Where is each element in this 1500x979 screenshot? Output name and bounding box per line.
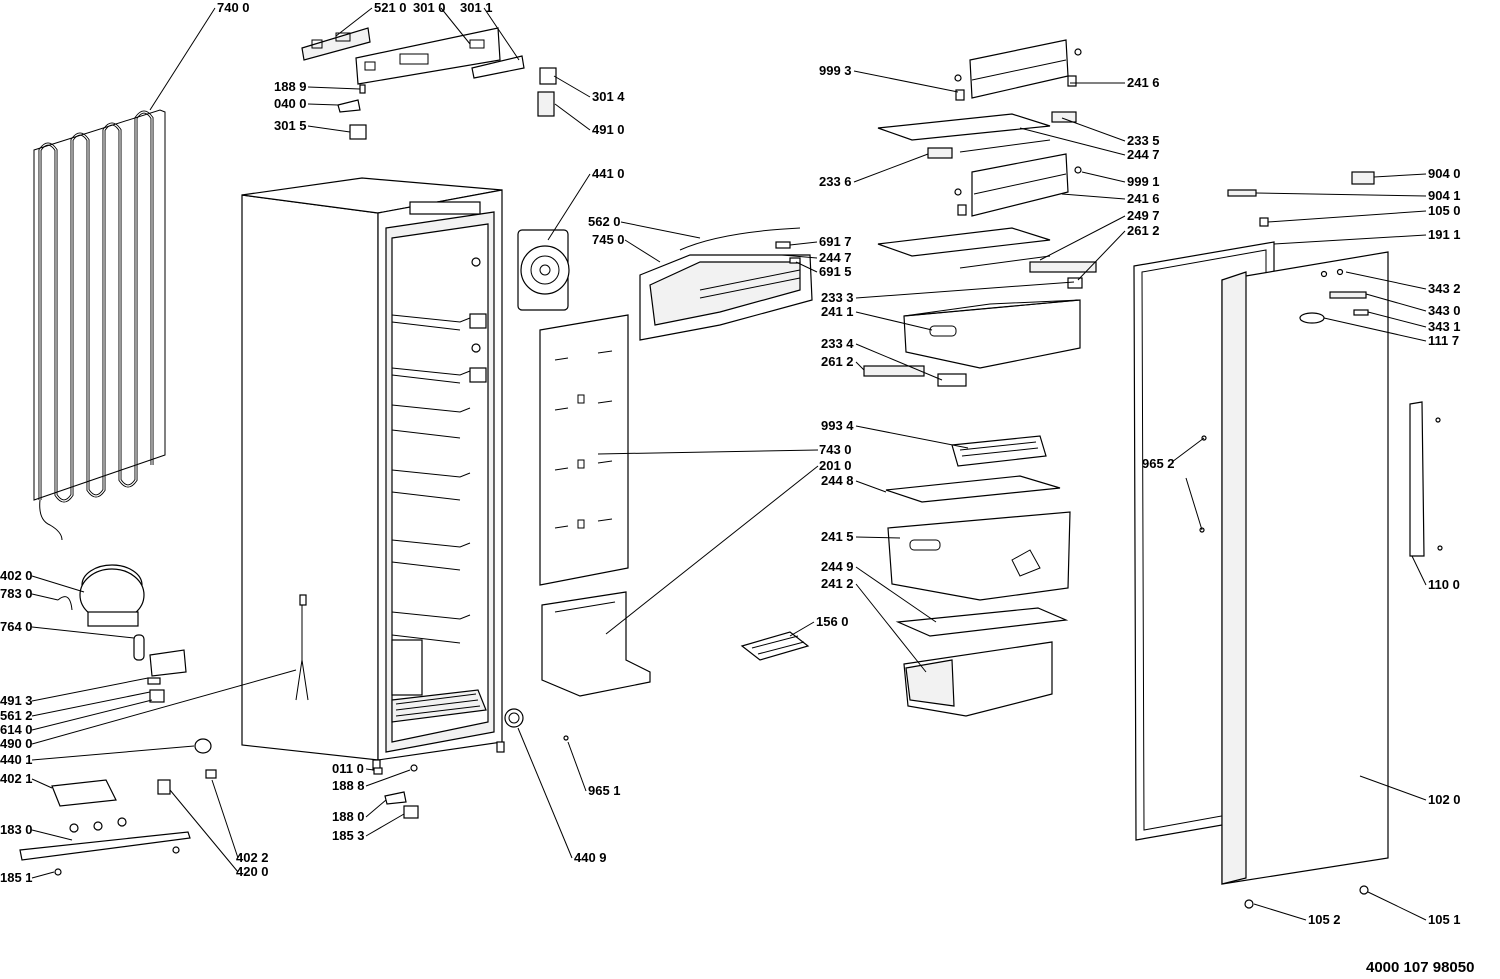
control-parts <box>301 27 557 140</box>
label-185-3: 185 3 <box>332 828 365 843</box>
label-105-1: 105 1 <box>1428 912 1461 927</box>
label-993-4: 993 4 <box>821 418 854 433</box>
door-assembly <box>1133 171 1443 909</box>
label-040-0: 040 0 <box>274 96 307 111</box>
label-490-0: 490 0 <box>0 736 33 751</box>
label-241-6-lower: 241 6 <box>1127 191 1160 206</box>
label-965-2: 965 2 <box>1142 456 1175 471</box>
label-999-3: 999 3 <box>819 63 852 78</box>
label-188-8: 188 8 <box>332 778 365 793</box>
label-244-8: 244 8 <box>821 473 854 488</box>
label-614-0: 614 0 <box>0 722 33 737</box>
label-156-0: 156 0 <box>816 614 849 629</box>
label-191-1: 191 1 <box>1428 227 1461 242</box>
bottom-hardware <box>373 708 569 819</box>
label-188-0: 188 0 <box>332 809 365 824</box>
label-441-0: 441 0 <box>592 166 625 181</box>
label-233-6: 233 6 <box>819 174 852 189</box>
label-241-2: 241 2 <box>821 576 854 591</box>
label-233-5: 233 5 <box>1127 133 1160 148</box>
diagram-code: 4000 107 98050 <box>1366 959 1474 976</box>
label-783-0: 783 0 <box>0 586 33 601</box>
cabinet <box>241 177 505 771</box>
label-965-1: 965 1 <box>588 783 621 798</box>
label-185-1: 185 1 <box>0 870 33 885</box>
label-261-2-lower: 261 2 <box>821 354 854 369</box>
label-105-0: 105 0 <box>1428 203 1461 218</box>
label-691-7: 691 7 <box>819 234 852 249</box>
label-440-1: 440 1 <box>0 752 33 767</box>
label-233-4: 233 4 <box>821 336 854 351</box>
label-188-9: 188 9 <box>274 79 307 94</box>
label-244-7-upper: 244 7 <box>1127 147 1160 162</box>
fan-and-evaporator <box>517 227 813 341</box>
label-110-0: 110 0 <box>1428 577 1460 592</box>
label-343-0: 343 0 <box>1428 303 1461 318</box>
label-440-9: 440 9 <box>574 850 607 865</box>
label-241-1: 241 1 <box>821 304 854 319</box>
label-301-4: 301 4 <box>592 89 625 104</box>
label-233-3: 233 3 <box>821 290 854 305</box>
label-244-9: 244 9 <box>821 559 854 574</box>
label-261-2-upper: 261 2 <box>1127 223 1160 238</box>
label-745-0: 745 0 <box>592 232 625 247</box>
label-011-0: 011 0 <box>332 761 364 776</box>
label-201-0: 201 0 <box>819 458 852 473</box>
label-420-0: 420 0 <box>236 864 269 879</box>
label-561-2: 561 2 <box>0 708 33 723</box>
label-999-1: 999 1 <box>1127 174 1160 189</box>
label-241-5: 241 5 <box>821 529 854 544</box>
label-241-6-upper: 241 6 <box>1127 75 1160 90</box>
label-764-0: 764 0 <box>0 619 33 634</box>
leader-lines <box>31 7 1427 921</box>
compressor-area <box>19 564 309 876</box>
label-301-5: 301 5 <box>274 118 307 133</box>
label-904-0: 904 0 <box>1428 166 1461 181</box>
label-491-3: 491 3 <box>0 693 33 708</box>
label-740-0: 740 0 <box>217 0 250 15</box>
shelves-and-drawers <box>740 39 1097 717</box>
label-343-1: 343 1 <box>1428 319 1461 334</box>
label-249-7: 249 7 <box>1127 208 1160 223</box>
label-111-7: 111 7 <box>1428 333 1459 348</box>
label-562-0: 562 0 <box>588 214 621 229</box>
label-691-5: 691 5 <box>819 264 852 279</box>
label-904-1: 904 1 <box>1428 188 1461 203</box>
label-402-1: 402 1 <box>0 771 33 786</box>
rear-cover-panel <box>539 314 651 697</box>
label-301-0: 301 0 <box>413 0 446 15</box>
label-343-2: 343 2 <box>1428 281 1461 296</box>
label-102-0: 102 0 <box>1428 792 1461 807</box>
label-183-0: 183 0 <box>0 822 33 837</box>
label-244-7-lower: 244 7 <box>819 250 852 265</box>
label-491-0: 491 0 <box>592 122 625 137</box>
label-301-1: 301 1 <box>460 0 493 15</box>
part-labels: 740 0 521 0 301 0 301 1 188 9 040 0 301 … <box>0 0 1461 927</box>
label-105-2: 105 2 <box>1308 912 1341 927</box>
label-402-2: 402 2 <box>236 850 269 865</box>
label-402-0: 402 0 <box>0 568 33 583</box>
condenser-coil <box>33 109 166 541</box>
label-521-0: 521 0 <box>374 0 407 15</box>
label-743-0: 743 0 <box>819 442 852 457</box>
